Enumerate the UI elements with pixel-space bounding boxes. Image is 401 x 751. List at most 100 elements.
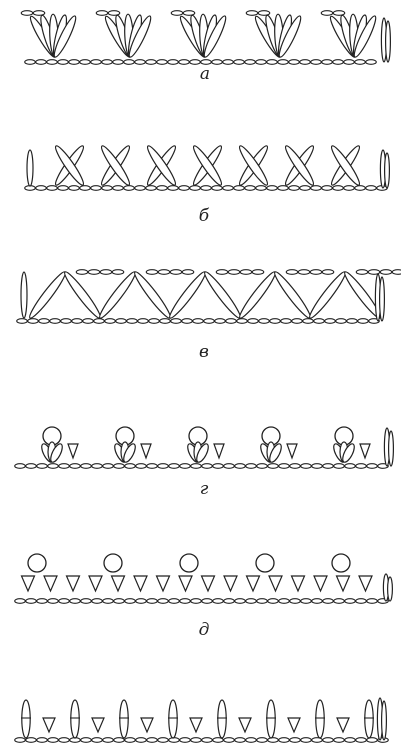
edge-post-stitch [384,20,391,63]
chain-stitch [285,269,299,275]
chain-stitch [46,59,58,65]
chain-stitch [146,463,158,469]
chain-stitch [192,318,204,324]
chain-stitch [288,185,300,191]
chain-stitch [57,59,69,65]
post-stitch [168,699,178,739]
chain-stitch [36,598,48,604]
fan-stitch [203,15,227,58]
chain-stitch [102,598,114,604]
chain-stitch [278,598,290,604]
chain-stitch [123,185,135,191]
chain-stitch [255,59,267,65]
chain-stitch [255,185,267,191]
chain-stitch [313,318,325,324]
chain-stitch [168,463,180,469]
post-stitch [119,699,129,739]
triangle-stitch [155,575,171,593]
chain-stitch [75,269,89,275]
chain-stitch [222,185,234,191]
chain-stitch [168,737,180,743]
chain-stitch [126,318,138,324]
chain-stitch [321,59,333,65]
chain-stitch [320,10,334,16]
chain-stitch [256,737,268,743]
chain-stitch [104,318,116,324]
chain-stitch [366,463,378,469]
edge-post-stitch [386,576,393,602]
chain-stitch [201,598,213,604]
triangle-stitch [140,717,154,734]
chain-stitch [69,598,81,604]
chain-stitch [247,318,259,324]
crossed-stitch [100,145,131,186]
chain-stitch [333,463,345,469]
zigzag-stitch [169,271,206,319]
chain-stitch [223,598,235,604]
chain-stitch [47,598,59,604]
triangle-stitch [336,717,350,734]
first-post-stitch [20,271,28,319]
chain-stitch [24,59,36,65]
chain-stitch [201,463,213,469]
triangle-stitch [110,575,126,593]
chain-stitch [99,269,113,275]
triangle-stitch [133,575,148,593]
triangle-stitch [88,575,103,593]
chain-stitch [32,10,46,16]
triangle-stitch [358,575,373,593]
circle-picot [331,553,351,573]
fan-stitch [128,15,152,58]
chain-stitch [245,598,257,604]
chain-stitch [214,318,226,324]
chain-stitch [20,10,34,16]
first-post-stitch [26,149,34,187]
chain-stitch [181,318,193,324]
chain-stitch [91,463,103,469]
chain-stitch [299,185,311,191]
chain-stitch [245,737,257,743]
chain-stitch [156,185,168,191]
chain-stitch [239,269,253,275]
chain-stitch [233,185,245,191]
chain-stitch [145,59,157,65]
chain-stitch [178,59,190,65]
row-d-pattern: д [14,553,393,640]
chain-stitch [267,598,279,604]
chain-stitch [46,185,58,191]
chain-stitch [49,318,61,324]
chain-stitch [101,185,113,191]
row-a-label: а [200,64,210,84]
chain-stitch [212,598,224,604]
chain-stitch [113,598,125,604]
chain-stitch [170,318,182,324]
chain-stitch [179,737,191,743]
chain-stitch [91,737,103,743]
chain-stitch [182,10,196,16]
chain-stitch [167,59,179,65]
chain-stitch [167,185,179,191]
chain-stitch [211,185,223,191]
chain-stitch [36,737,48,743]
chain-stitch [277,185,289,191]
chain-stitch [344,598,356,604]
chain-stitch [157,737,169,743]
chain-stitch [322,737,334,743]
triangle-stitch [290,575,306,593]
chain-stitch [145,185,157,191]
chain-stitch [266,185,278,191]
chain-stitch [58,463,70,469]
chain-stitch [80,598,92,604]
row-v-label: в [199,342,209,362]
zigzag-stitch [99,271,136,319]
post-stitch [364,699,374,739]
chain-stitch [200,185,212,191]
row-b-label: б [199,206,210,226]
chain-stitch [69,463,81,469]
chain-stitch [244,185,256,191]
chain-stitch [145,269,159,275]
post-stitch [21,699,31,739]
chain-stitch [223,737,235,743]
chain-stitch [14,463,26,469]
